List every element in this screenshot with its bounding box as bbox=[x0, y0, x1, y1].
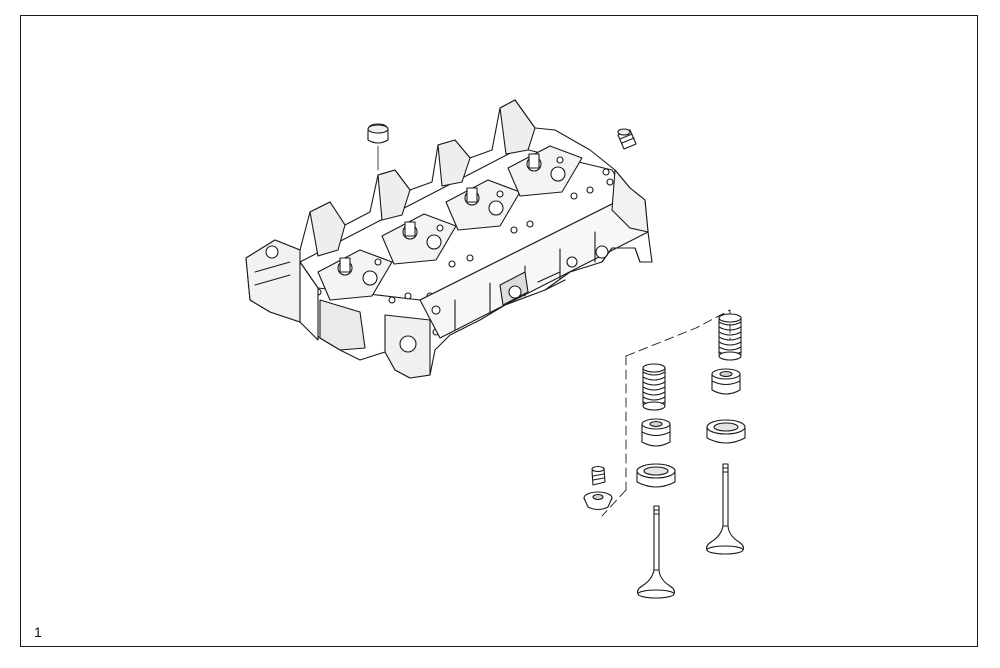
valve-stem-seal-right bbox=[711, 368, 741, 395]
cylinder-head bbox=[245, 99, 653, 379]
valve-seat-insert-left bbox=[636, 463, 676, 488]
figure-frame bbox=[20, 15, 978, 647]
valve-left bbox=[636, 505, 676, 599]
valve-spring-right bbox=[718, 313, 742, 361]
page-number: 1 bbox=[34, 624, 42, 640]
valve-right bbox=[705, 463, 745, 555]
spring-retainer bbox=[583, 491, 613, 511]
valve-collet bbox=[591, 465, 606, 486]
threaded-plug bbox=[617, 128, 637, 150]
valve-stem-seal-left bbox=[641, 418, 671, 447]
cap-plug bbox=[367, 123, 389, 171]
valve-seat-insert-right bbox=[706, 419, 746, 444]
valve-spring-left bbox=[642, 363, 666, 411]
